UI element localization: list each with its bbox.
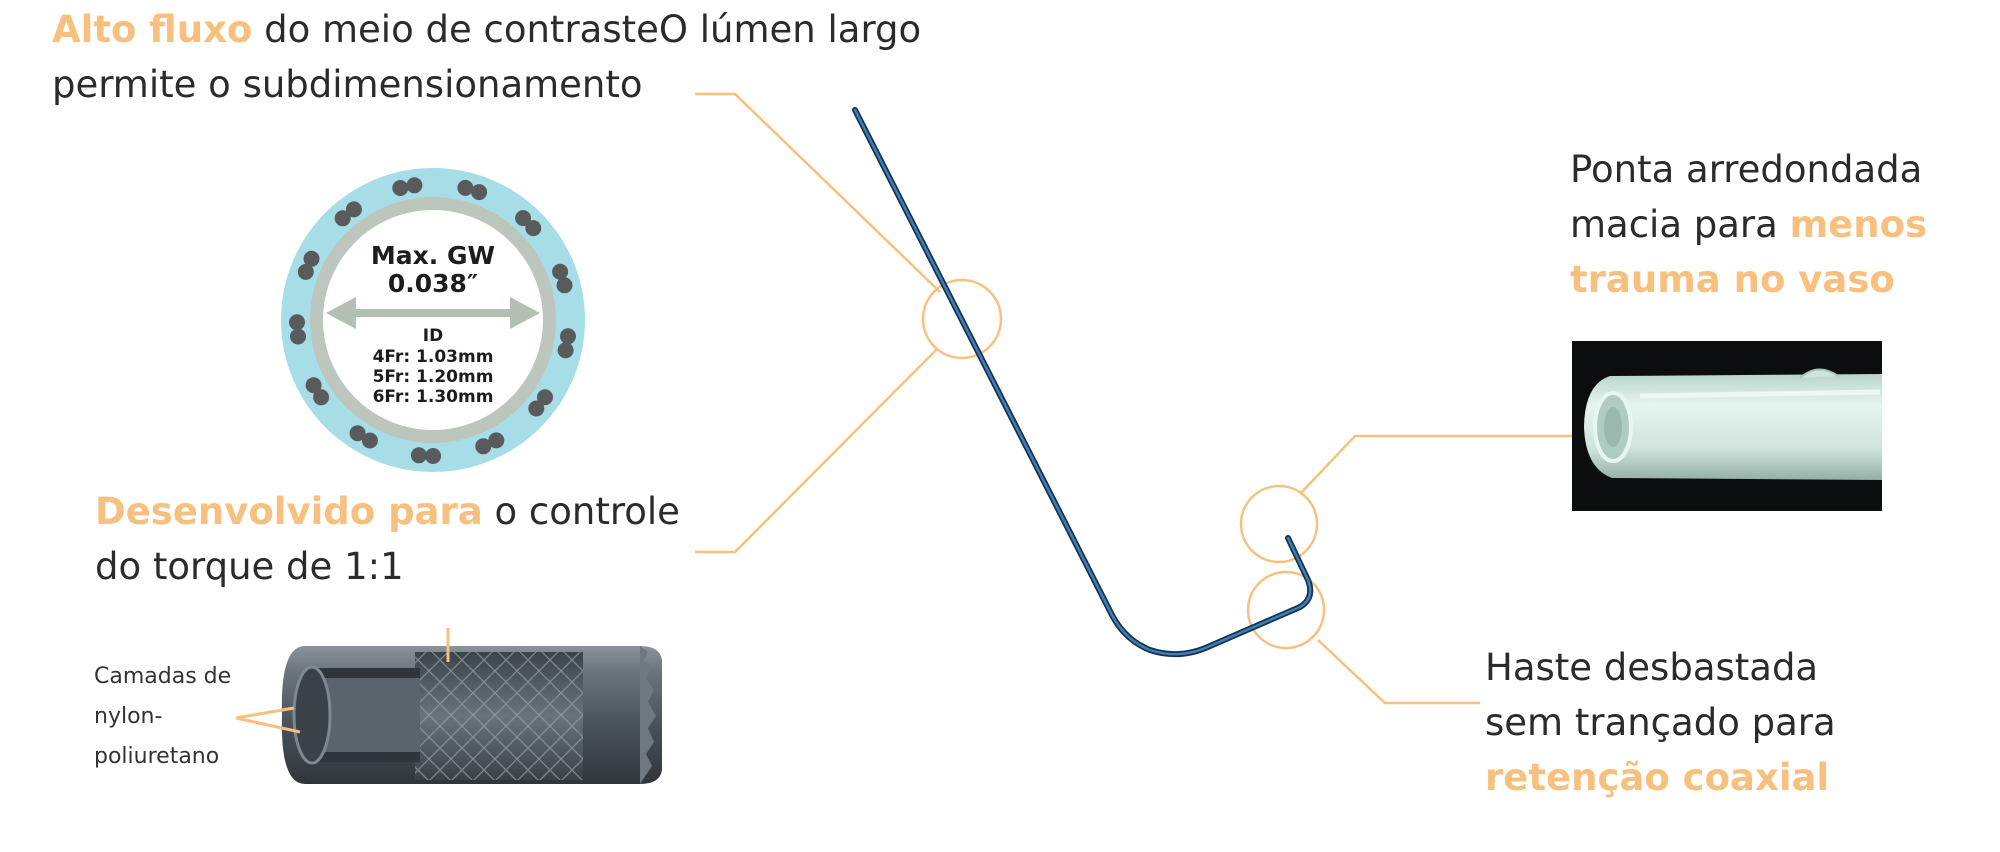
highlight-circle-shaft <box>1246 570 1326 650</box>
callout-tip-line2: macia para <box>1570 203 1790 246</box>
callout-torque-highlight: Desenvolvido para <box>95 490 483 533</box>
id-label: ID <box>423 326 443 346</box>
diameter-arrow <box>326 297 540 329</box>
tube-layers-label: Camadas de nylon-poliuretano <box>94 664 232 769</box>
lumen <box>323 210 543 430</box>
braid-dot <box>290 328 306 345</box>
callout-shaft: Haste desbastada sem trançado para reten… <box>1485 640 1965 805</box>
catheter <box>852 107 1314 658</box>
braid-dot <box>406 177 423 194</box>
braid-dot <box>349 425 366 442</box>
callout-tip: Ponta arredondada macia para menos traum… <box>1570 142 1990 307</box>
braid-dot <box>560 328 576 345</box>
callout-flow: Alto fluxo do meio de contrasteO lúmen l… <box>52 2 952 112</box>
size-5fr: 5Fr: 1.20mm <box>373 367 494 387</box>
callout-tip-line2-highlight: menos <box>1789 203 1928 246</box>
layer-pointer <box>235 706 295 720</box>
braid-dot <box>345 201 362 218</box>
braid-dot <box>457 179 474 196</box>
braid-dot <box>334 210 351 227</box>
braid-dot <box>305 377 322 394</box>
callout-flow-rest: do meio de contrasteO lúmen largo <box>252 8 922 51</box>
size-4fr: 4Fr: 1.03mm <box>373 347 494 367</box>
callout-shaft-line3-highlight: retenção coaxial <box>1485 756 1830 799</box>
gw-title-line1: Max. GW <box>371 241 495 270</box>
braid-dot <box>313 389 330 406</box>
leader-tip <box>1299 434 1572 495</box>
highlight-circle-tip <box>1239 484 1319 564</box>
highlight-circle-torque <box>921 278 1003 360</box>
braid-dot <box>410 447 427 464</box>
braid-dot <box>552 263 569 280</box>
callout-flow-line2: permite o subdimensionamento <box>52 63 643 106</box>
braid-dot <box>475 438 492 455</box>
callout-tip-line3-highlight: trauma no vaso <box>1570 258 1895 301</box>
callout-torque-rest: o controle <box>482 490 680 533</box>
braid-dot <box>303 250 320 267</box>
callout-shaft-line1: Haste desbastada <box>1485 646 1819 689</box>
layer-pointer-2 <box>235 716 301 734</box>
callout-torque: Desenvolvido para o controle do torque d… <box>95 484 715 594</box>
braid-dot <box>289 314 305 331</box>
size-6fr: 6Fr: 1.30mm <box>373 387 494 407</box>
braid-dot <box>528 400 545 417</box>
callout-torque-line2: do torque de 1:1 <box>95 545 404 588</box>
braid-dot <box>392 180 409 196</box>
tube-cutaway <box>235 620 694 804</box>
leader-shaft <box>1317 639 1480 705</box>
callout-shaft-line2: sem trançado para <box>1485 701 1836 744</box>
leader-lines <box>695 92 1572 705</box>
braid-dots <box>289 177 576 464</box>
braid-dot <box>297 263 314 280</box>
braid-dot <box>556 277 573 294</box>
gw-title-line2: 0.038″ <box>388 269 478 298</box>
callout-tip-line1: Ponta arredondada <box>1570 148 1923 191</box>
tip-photo <box>1572 341 1882 511</box>
braid-dot <box>537 389 553 406</box>
cross-section: Max. GW 0.038″ ID 4Fr: 1.03mm 5Fr: 1.20m… <box>281 168 585 472</box>
braid-dot <box>471 184 488 201</box>
braid-dot <box>361 432 378 449</box>
leader-flow <box>695 92 941 293</box>
braid-dot <box>488 432 505 449</box>
braid-dot <box>525 220 542 237</box>
braid-dot <box>557 342 574 359</box>
braid-dot <box>425 448 442 464</box>
braid-dot <box>515 210 532 227</box>
callout-flow-highlight: Alto fluxo <box>52 8 253 51</box>
leader-torque <box>695 347 939 554</box>
